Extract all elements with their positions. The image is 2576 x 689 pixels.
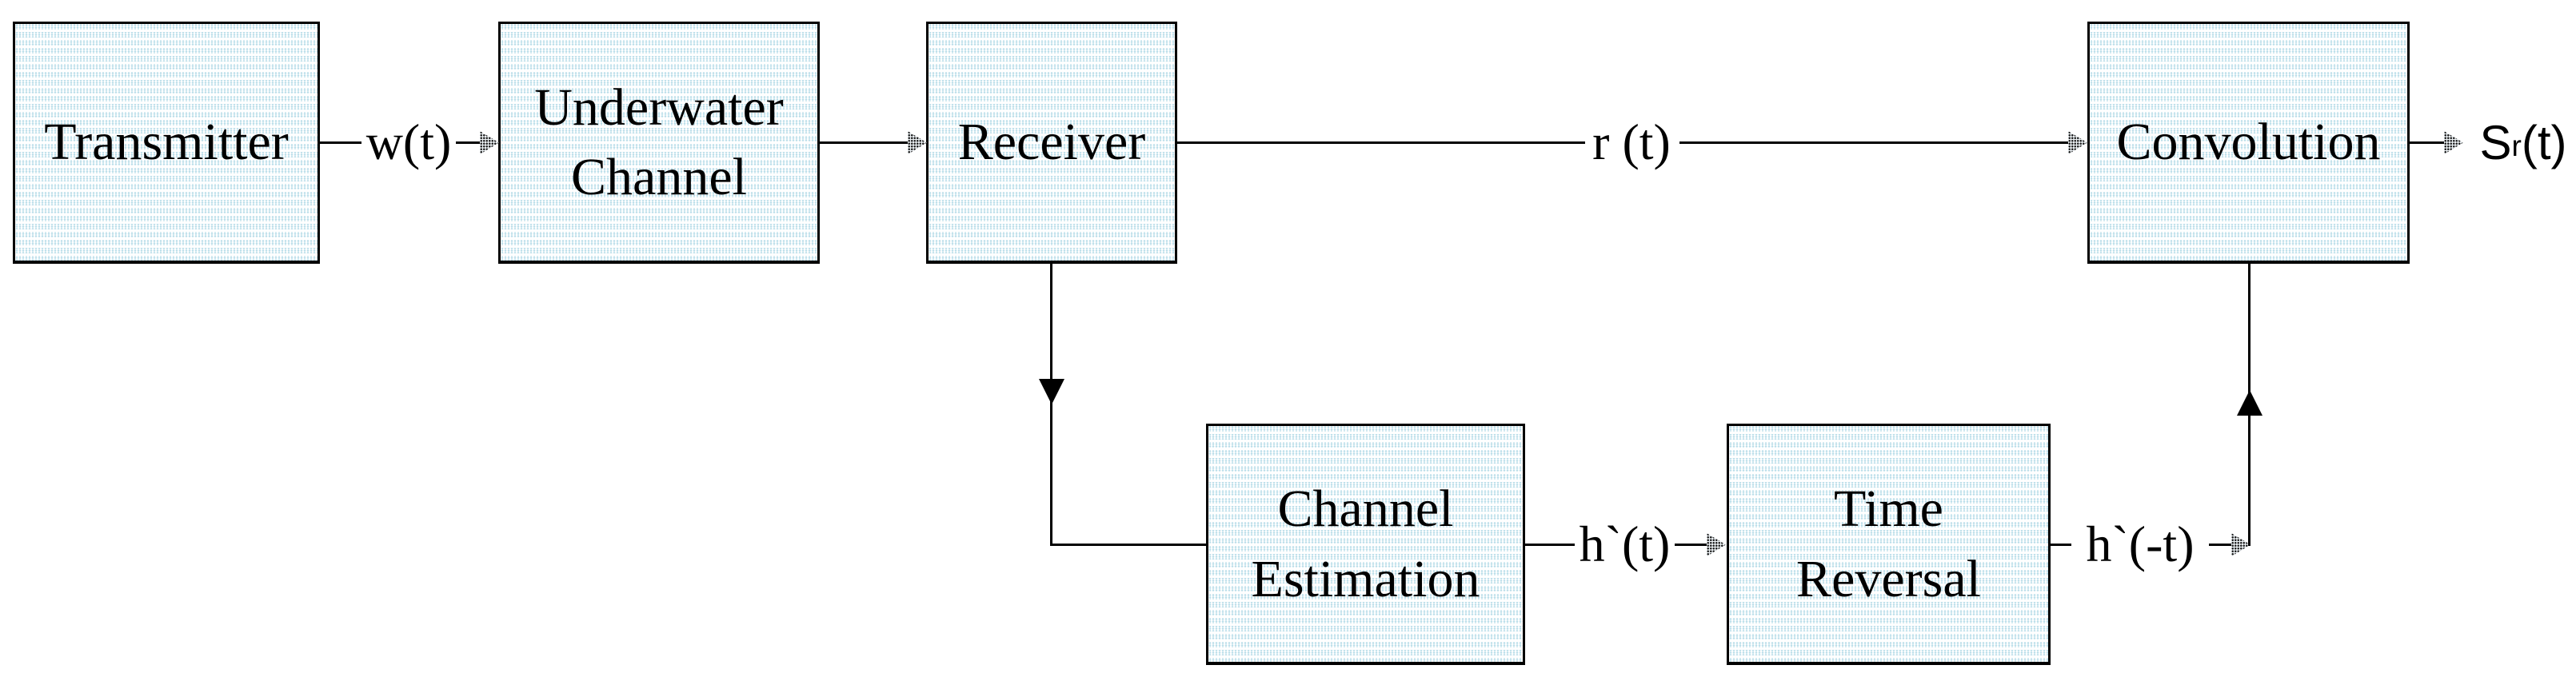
signal-label-w-t: w(t) <box>365 114 452 170</box>
arrowhead-up-icon <box>2237 390 2262 416</box>
connector-underwater-receiver-segment <box>820 141 909 144</box>
connector-transmitter-underwater-segment2 <box>456 141 481 144</box>
block-channel-estimation-label-line1: Channel <box>1277 480 1454 539</box>
signal-label-h-minus-t: h`(-t) <box>2086 516 2195 572</box>
block-underwater-channel-label-line2: Channel <box>571 148 747 206</box>
block-time-reversal: Time Reversal <box>1727 424 2051 665</box>
connector-convolution-output-segment <box>2410 141 2445 144</box>
block-transmitter-label: Transmitter <box>44 113 289 172</box>
block-channel-estimation-label-line2: Estimation <box>1251 549 1480 608</box>
block-convolution: Convolution <box>2087 22 2410 264</box>
block-channel-estimation: Channel Estimation <box>1206 424 1525 665</box>
signal-label-r-t: r (t) <box>1592 114 1671 170</box>
block-transmitter: Transmitter <box>13 22 320 264</box>
arrowhead-into-convolution-icon <box>2068 131 2087 154</box>
connector-estimation-reversal-segment1 <box>1525 544 1575 546</box>
connector-transmitter-underwater-segment1 <box>320 141 361 144</box>
block-time-reversal-label-line2: Reversal <box>1796 549 1981 608</box>
arrowhead-into-receiver-icon <box>908 131 927 154</box>
signal-sr-base: S <box>2479 115 2512 169</box>
arrowhead-output-icon <box>2444 131 2463 154</box>
block-time-reversal-label-line1: Time <box>1834 480 1943 539</box>
connector-reversal-up-segment2 <box>2209 544 2233 546</box>
signal-label-h-t: h`(t) <box>1579 516 1671 572</box>
block-underwater-channel: Underwater Channel <box>498 22 820 264</box>
connector-receiver-down-vertical <box>1050 264 1052 546</box>
block-receiver: Receiver <box>926 22 1177 264</box>
arrowhead-into-time-reversal-icon <box>1707 533 1726 556</box>
arrowhead-into-underwater-channel-icon <box>480 131 499 154</box>
block-receiver-label: Receiver <box>957 113 1146 172</box>
connector-receiver-convolution-segment2 <box>1679 141 2070 144</box>
connector-estimation-reversal-segment2 <box>1675 544 1708 546</box>
arrowhead-down-icon <box>1039 379 1064 404</box>
block-underwater-channel-label-line1: Underwater <box>534 78 784 137</box>
signal-sr-rest: (t) <box>2521 115 2567 169</box>
connector-receiver-convolution-segment1 <box>1177 141 1585 144</box>
connector-reversal-up-segment1 <box>2051 544 2071 546</box>
connector-corner-to-channel-estimation <box>1050 544 1206 546</box>
block-convolution-label: Convolution <box>2116 113 2381 172</box>
